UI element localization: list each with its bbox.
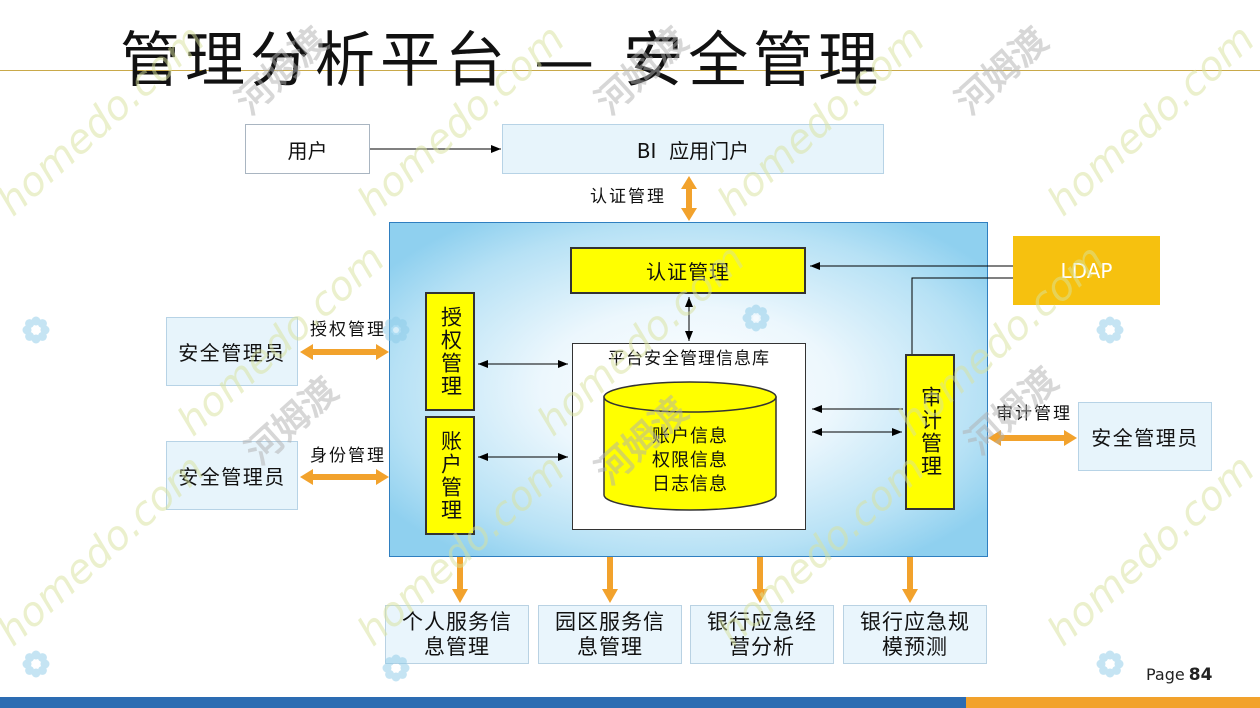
admin-box-authorization: 安全管理员 [166, 317, 298, 386]
database-item: 日志信息 [652, 474, 728, 495]
authorization-module: 授权管理 [425, 292, 475, 411]
portal-auth-link-label: 认证管理 [590, 187, 666, 207]
database-contents: 账户信息 权限信息 日志信息 [604, 425, 776, 497]
admin-box-identity: 安全管理员 [166, 441, 298, 510]
ldap-box: LDAP [1013, 236, 1160, 305]
admin-label: 安全管理员 [178, 465, 286, 489]
portal-platform-double-arrow [681, 176, 697, 221]
admin-identity-double-arrow [300, 469, 389, 485]
database-item: 账户信息 [652, 426, 728, 447]
user-label: 用户 [287, 138, 328, 163]
page-number: 84 [1188, 665, 1213, 685]
ldap-label: LDAP [1060, 258, 1113, 283]
watermark-logo-icon [1096, 316, 1124, 344]
authentication-module: 认证管理 [570, 247, 806, 294]
bi-portal-box: BI 应用门户 [502, 124, 884, 174]
watermark-logo-icon [22, 650, 50, 678]
output-arrow-3 [752, 557, 768, 603]
title-rule [0, 70, 1260, 71]
output-label: 银行应急规模预测 [860, 609, 970, 659]
watermark-logo-icon [22, 316, 50, 344]
output-arrow-1 [452, 557, 468, 603]
output-arrow-4 [902, 557, 918, 603]
watermark-logo-icon [1096, 650, 1124, 678]
page-label: Page [1146, 665, 1185, 684]
authentication-module-label: 认证管理 [646, 260, 730, 284]
database-item: 权限信息 [652, 450, 728, 471]
output-box-personal-service: 个人服务信息管理 [385, 605, 529, 664]
output-label: 银行应急经营分析 [707, 609, 817, 659]
account-module-label: 账户管理 [438, 429, 463, 522]
admin-authorization-double-arrow [300, 344, 389, 360]
admin-link-label-audit: 审计管理 [996, 404, 1072, 424]
output-box-bank-emergency-forecast: 银行应急规模预测 [843, 605, 987, 664]
watermark-name: 河姆渡 [948, 20, 1056, 123]
audit-module: 审计管理 [905, 354, 955, 510]
audit-module-label: 审计管理 [918, 386, 943, 478]
watermark-brand: homedo.com [1039, 16, 1260, 225]
slide-title: 管理分析平台 — 安全管理 [120, 26, 884, 96]
admin-label: 安全管理员 [1091, 426, 1199, 450]
output-box-bank-emergency-analysis: 银行应急经营分析 [690, 605, 834, 664]
security-repository-title: 平台安全管理信息库 [608, 349, 770, 369]
admin-audit-double-arrow [988, 430, 1077, 446]
admin-link-label-identity: 身份管理 [310, 446, 386, 466]
user-box: 用户 [245, 124, 370, 174]
authorization-module-label: 授权管理 [438, 305, 463, 398]
admin-box-audit: 安全管理员 [1078, 402, 1212, 471]
bi-portal-label: BI 应用门户 [636, 138, 750, 163]
output-label: 个人服务信息管理 [402, 609, 512, 659]
footer-bar-orange [966, 697, 1260, 708]
output-arrow-2 [602, 557, 618, 603]
watermark-brand: homedo.com [1039, 446, 1260, 655]
account-module: 账户管理 [425, 416, 475, 535]
footer-bar-blue [0, 697, 966, 708]
output-label: 园区服务信息管理 [555, 609, 665, 659]
output-box-park-service: 园区服务信息管理 [538, 605, 682, 664]
admin-label: 安全管理员 [178, 341, 286, 365]
admin-link-label-authorization: 授权管理 [310, 320, 386, 340]
